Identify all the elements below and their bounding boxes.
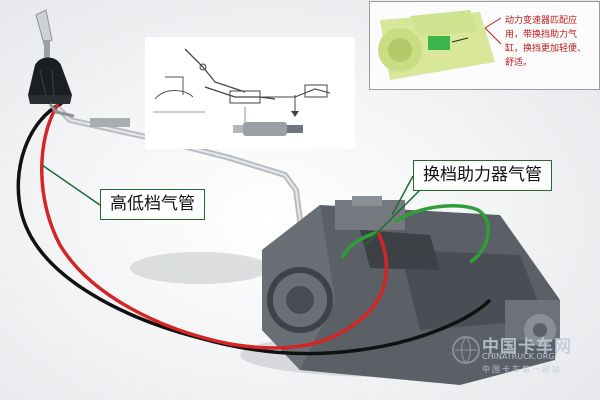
cylinder-inset: 动力变速器匹配应用，带换挡助力气缸，换挡更加轻便、舒适。 xyxy=(369,1,600,90)
watermark: 中国卡车网 CHINATRUCK.ORG 中国卡车第一网站 xyxy=(450,330,600,400)
gear-range-line-label: 高低档气管 xyxy=(100,189,205,220)
shift-lever-icon xyxy=(28,9,75,118)
red-air-line xyxy=(40,103,389,350)
rod-bracket xyxy=(90,118,130,127)
schematic-inset xyxy=(145,37,355,149)
shift-callout-leader xyxy=(364,175,421,246)
watermark-title: 中国卡车网 xyxy=(482,337,572,357)
cylinder-part-icon xyxy=(233,122,303,136)
lever-shadow xyxy=(130,252,270,284)
inset-description: 动力变速器匹配应用，带换挡助力气缸，换挡更加轻便、舒适。 xyxy=(505,16,587,68)
shift-cylinder-highlight xyxy=(428,36,450,50)
shift-assist-line-label: 换档助力器气管 xyxy=(413,160,552,191)
watermark-domain: CHINATRUCK.ORG xyxy=(482,352,555,361)
truck-globe-icon xyxy=(452,336,480,364)
watermark-slogan: 中国卡车第一网站 xyxy=(482,365,562,374)
transmission-icon xyxy=(262,196,560,385)
gear-callout-leader xyxy=(41,164,101,206)
green-air-line xyxy=(394,204,490,264)
